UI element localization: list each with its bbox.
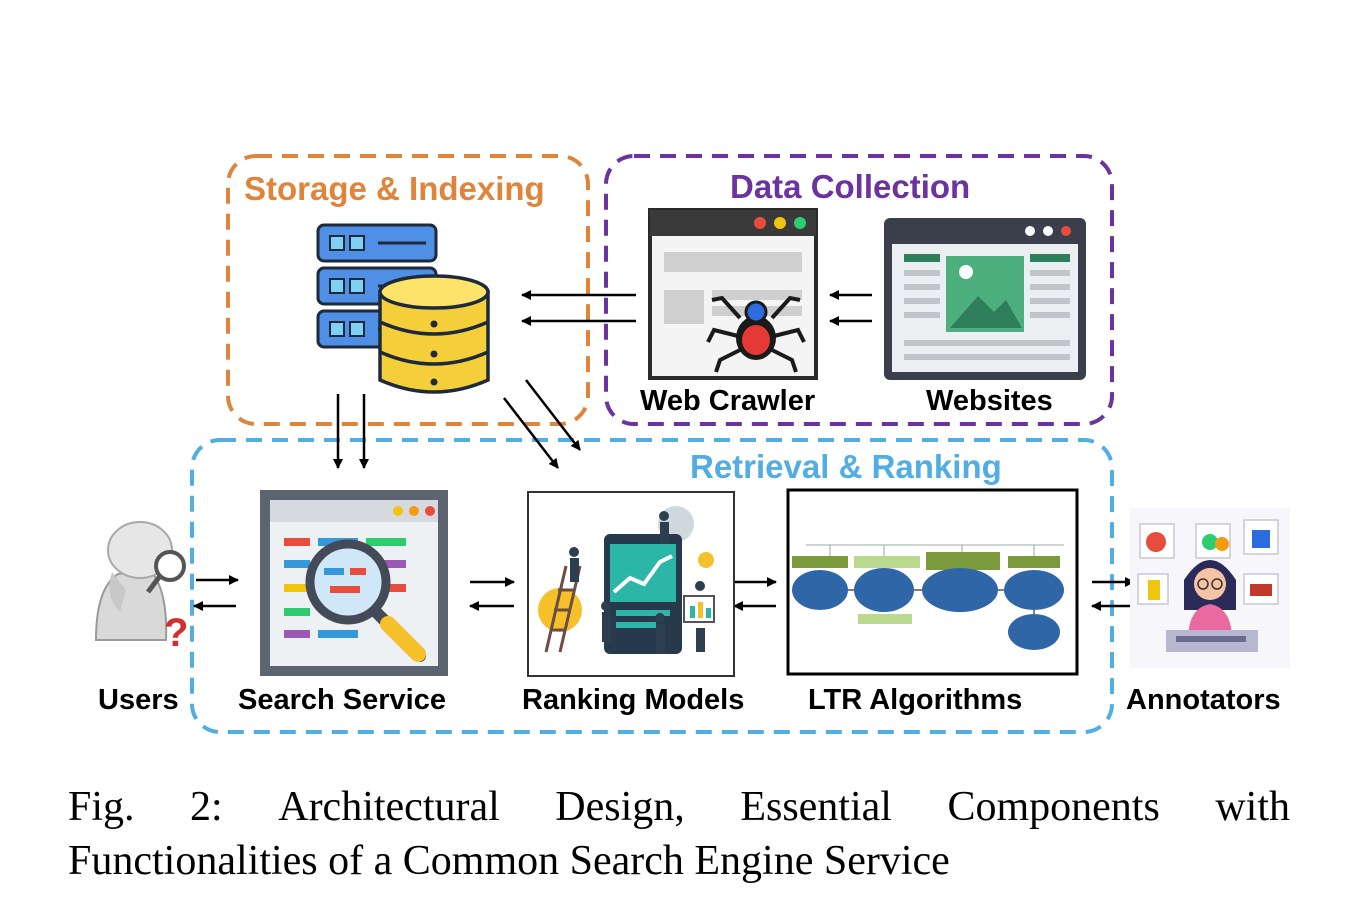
data-collection-region-title: Data Collection: [730, 168, 971, 205]
storage-ranking-arrows: [503, 379, 581, 469]
caption-word: with: [1215, 784, 1290, 830]
database-server-icon: [316, 223, 490, 394]
ltr-algorithms-label: LTR Algorithms: [808, 684, 1023, 716]
caption-word: Fig.: [68, 784, 135, 830]
webpage-icon: [884, 218, 1086, 380]
data-collection-region-border: [604, 154, 1114, 426]
caption-word: Essential: [740, 784, 892, 830]
annotators-label: Annotators: [1126, 684, 1281, 716]
crawler-storage-arrows: [521, 290, 636, 326]
users-search-arrows: [193, 575, 239, 611]
search-service-label: Search Service: [238, 684, 446, 716]
users-label: Users: [98, 684, 179, 716]
websites-label: Websites: [926, 385, 1053, 417]
caption-word: Architectural: [278, 784, 500, 830]
ranking-ltr-arrows: [733, 577, 777, 611]
ranking-models-label: Ranking Models: [522, 684, 745, 716]
caption-line-2: Functionalities of a Common Search Engin…: [68, 838, 950, 884]
ltr-annotator-arrows: [1091, 577, 1135, 611]
figure-caption: Fig. 2: Architectural Design, Essential …: [68, 780, 1290, 888]
flowchart-icon: [786, 488, 1079, 676]
retrieval-region-title: Retrieval & Ranking: [690, 448, 1002, 485]
analytics-team-icon: [527, 491, 735, 677]
storage-search-arrows: [333, 394, 369, 469]
websites-crawler-arrows: [829, 290, 872, 326]
caption-word: Design,: [555, 784, 685, 830]
spider-browser-icon: [648, 208, 818, 380]
web-crawler-label: Web Crawler: [640, 385, 816, 417]
caption-word: Components: [947, 784, 1160, 830]
storage-region-title: Storage & Indexing: [244, 170, 545, 207]
svg-text:?: ?: [164, 611, 188, 655]
search-ranking-arrows: [469, 577, 515, 611]
user-question-icon: ?: [94, 521, 188, 655]
retrieval-region-border: [190, 438, 1114, 734]
caption-word: 2:: [190, 784, 223, 830]
caption-line-1: Fig. 2: Architectural Design, Essential …: [68, 780, 1290, 834]
magnifier-app-icon: [260, 490, 448, 676]
storage-region-border: [226, 154, 590, 426]
annotator-icon: [1130, 508, 1290, 668]
